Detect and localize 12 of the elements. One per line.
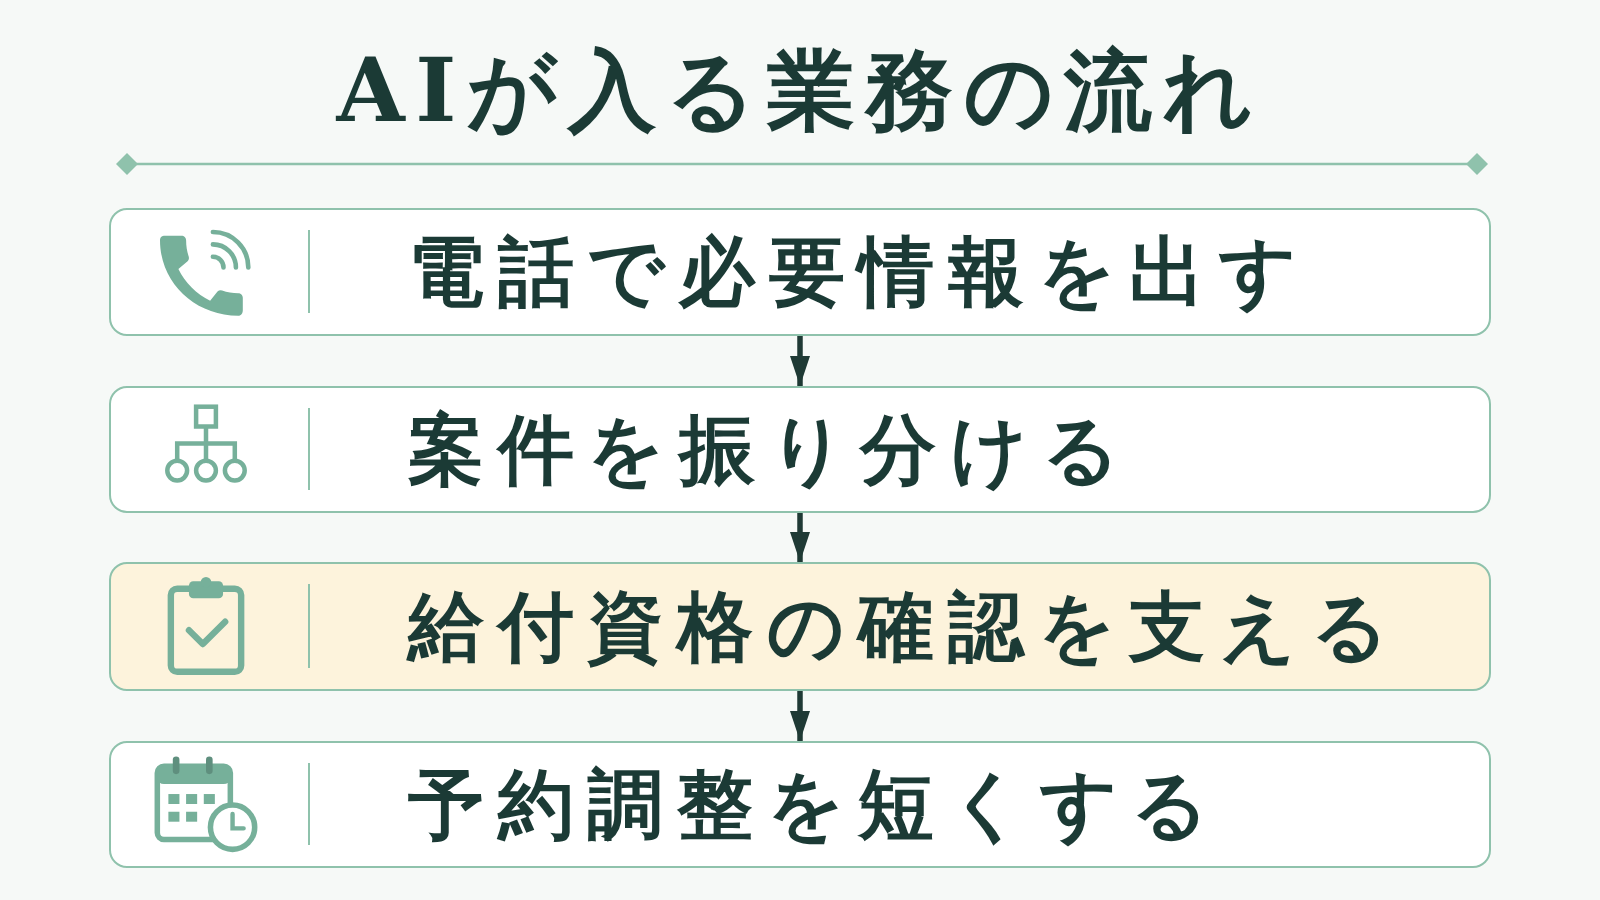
- title: AIが入る業務の流れ: [334, 38, 1265, 144]
- step-text: 案件を振り分ける: [408, 407, 1134, 492]
- step-box: [109, 386, 1491, 513]
- step-text: 予約調整を短くする: [408, 762, 1224, 847]
- arrow: [790, 691, 810, 741]
- step-box: [109, 741, 1491, 868]
- step-box: [109, 562, 1491, 691]
- arrow: [790, 336, 810, 386]
- arrow: [790, 513, 810, 562]
- step-text: 電話で必要情報を出す: [408, 230, 1311, 314]
- step-text: 給付資格の確認を支える: [408, 584, 1403, 669]
- step-box: [109, 208, 1491, 336]
